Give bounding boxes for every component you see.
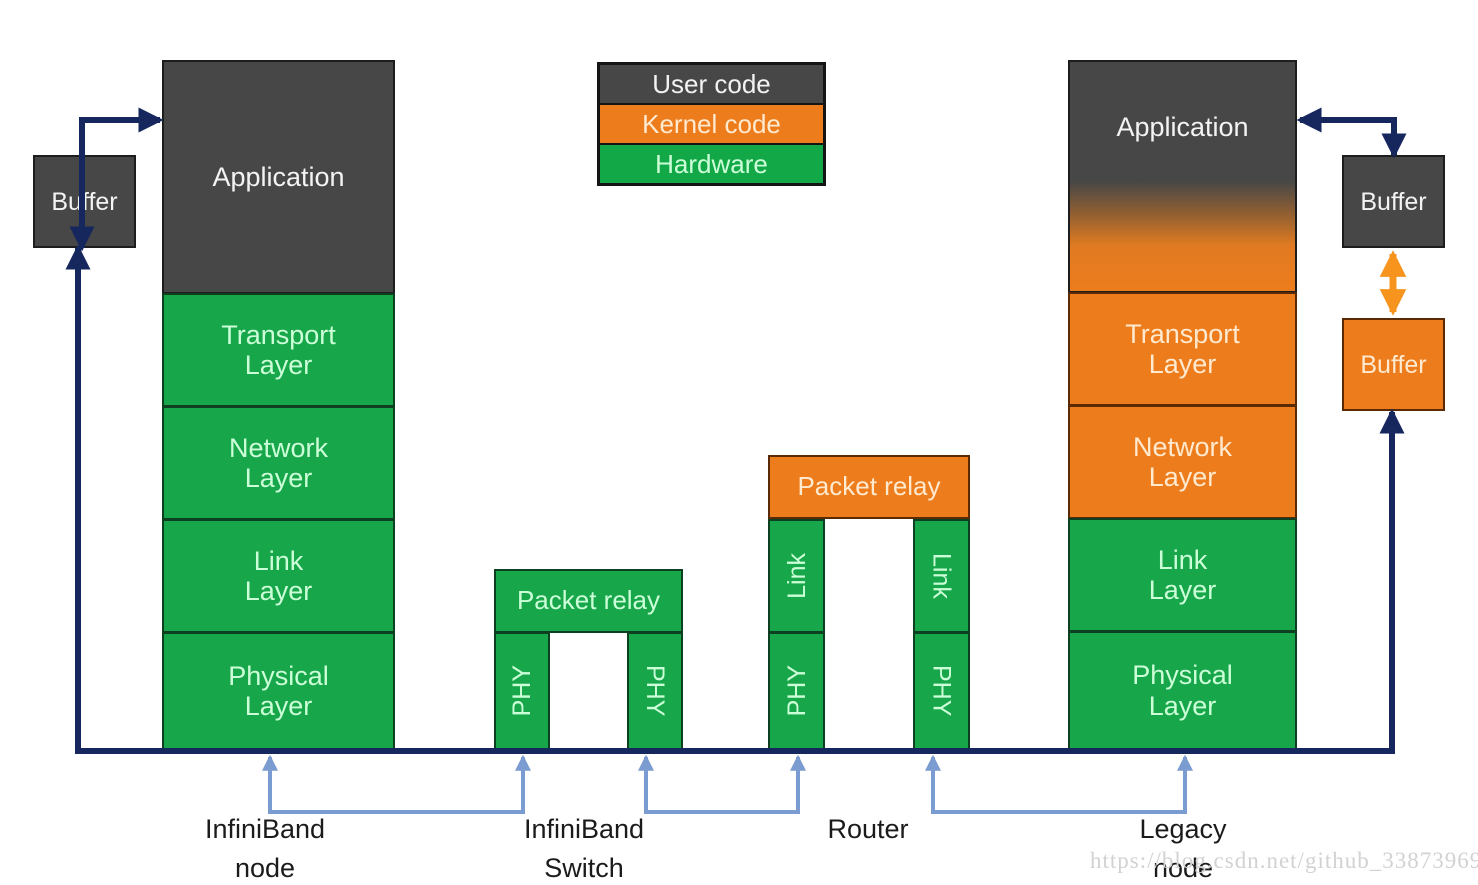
ib-switch-packet-relay: Packet relay: [494, 569, 683, 633]
legacy-node-link-line2: Layer: [1148, 575, 1217, 605]
router-left-phy-label: PHY: [782, 665, 811, 717]
ib-node-network-line2: Layer: [244, 463, 313, 493]
legacy-node-kernel-buffer-label: Buffer: [1360, 350, 1427, 379]
legacy-node-buffer-to-application-arrow: [1296, 107, 1407, 159]
legacy-node-physical-line1: Physical: [1132, 660, 1233, 691]
legacy-node-layer-network: Network Layer: [1068, 405, 1297, 519]
legend-label-user-code: User code: [652, 68, 771, 99]
caption-infiniband-node: InfiniBand node: [165, 810, 365, 885]
caption-ib-switch-line2: Switch: [544, 853, 624, 884]
router-right-phy: PHY: [913, 632, 970, 750]
legend-item-kernel-code: Kernel code: [600, 103, 823, 143]
ib-node-link-line2: Layer: [244, 576, 313, 606]
caption-legacy-node: Legacy node: [1083, 810, 1283, 885]
ib-switch-right-phy: PHY: [627, 632, 683, 750]
ib-node-layer-application: Application: [162, 60, 395, 294]
legacy-node-network-line2: Layer: [1148, 462, 1217, 492]
link-connector-node-to-switch: [262, 754, 531, 814]
caption-ib-node-line2: node: [234, 853, 296, 884]
legacy-node-layer-physical: Physical Layer: [1068, 631, 1297, 750]
router-right-link: Link: [913, 519, 970, 633]
ib-node-network-line1: Network: [228, 432, 329, 463]
source-watermark: https://blog.csdn.net/github_33873969: [1090, 848, 1478, 873]
ib-node-layer-link: Link Layer: [162, 519, 395, 633]
legacy-node-layer-application: Application: [1068, 60, 1297, 293]
ib-node-buffer-label: Buffer: [51, 187, 118, 216]
router-packet-relay: Packet relay: [768, 455, 970, 519]
caption-router-line1: Router: [827, 814, 909, 844]
legacy-node-layer-link: Link Layer: [1068, 518, 1297, 632]
legend-item-hardware: Hardware: [600, 143, 823, 183]
router-left-link-label: Link: [782, 553, 811, 599]
router-left-link: Link: [768, 519, 825, 633]
ib-node-physical-line1: Physical: [228, 660, 329, 691]
caption-infiniband-switch: InfiniBand Switch: [484, 810, 684, 885]
ib-node-link-line1: Link: [253, 545, 304, 576]
legend-label-kernel-code: Kernel code: [642, 108, 781, 139]
caption-ib-node-line1: InfiniBand: [204, 814, 326, 844]
legacy-node-link-line1: Link: [1157, 544, 1208, 575]
ib-switch-right-phy-label: PHY: [641, 665, 669, 717]
ib-node-buffer: Buffer: [33, 155, 136, 248]
ib-switch-left-phy-label: PHY: [508, 665, 536, 717]
caption-legacy-node-line2: node: [1152, 853, 1214, 884]
router-relay-label: Packet relay: [797, 471, 941, 502]
caption-legacy-node-line1: Legacy: [1139, 814, 1227, 844]
legacy-node-transport-line2: Layer: [1148, 349, 1217, 379]
legend: User code Kernel code Hardware: [597, 62, 826, 186]
link-connector-switch-to-router: [638, 754, 806, 814]
ib-node-layer-transport: Transport Layer: [162, 293, 395, 407]
legacy-node-user-buffer-label: Buffer: [1360, 187, 1427, 216]
ib-switch-left-phy: PHY: [494, 632, 550, 750]
ib-node-transport-line1: Transport: [221, 319, 336, 350]
ib-node-physical-line2: Layer: [244, 691, 313, 721]
caption-router: Router: [768, 810, 968, 849]
ib-node-application-label: Application: [212, 161, 345, 192]
legacy-node-network-line1: Network: [1132, 431, 1233, 462]
legend-label-hardware: Hardware: [655, 148, 768, 179]
link-connector-router-to-legacy: [925, 754, 1193, 814]
legacy-node-application-label: Application: [1116, 112, 1249, 142]
router-left-phy: PHY: [768, 632, 825, 750]
ib-node-transport-line2: Layer: [244, 350, 313, 380]
legacy-node-user-buffer: Buffer: [1342, 155, 1445, 248]
legacy-node-transport-line1: Transport: [1125, 318, 1240, 349]
legacy-node-kernel-buffer: Buffer: [1342, 318, 1445, 411]
router-right-phy-label: PHY: [927, 665, 956, 717]
ib-node-layer-network: Network Layer: [162, 406, 395, 520]
ib-node-layer-physical: Physical Layer: [162, 632, 395, 750]
legacy-node-physical-line2: Layer: [1148, 690, 1217, 721]
caption-ib-switch-line1: InfiniBand: [523, 814, 645, 844]
router-right-link-label: Link: [927, 553, 956, 599]
ib-switch-relay-label: Packet relay: [516, 585, 661, 616]
legend-item-user-code: User code: [600, 65, 823, 103]
legacy-node-layer-transport: Transport Layer: [1068, 292, 1297, 406]
